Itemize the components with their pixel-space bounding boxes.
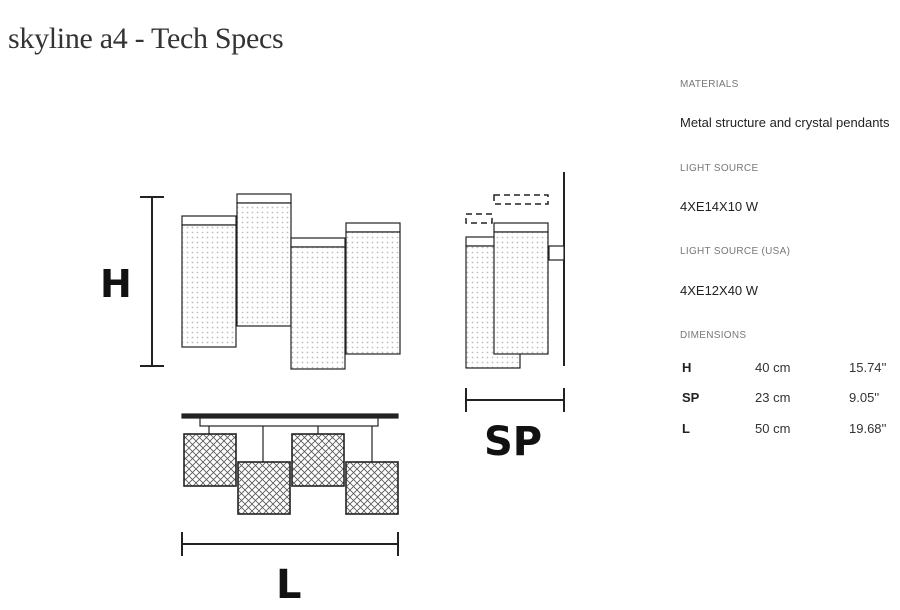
depth-label: SP [484, 419, 542, 465]
light-source-usa-label: LIGHT SOURCE (USA) [680, 246, 791, 257]
dimension-inch: 19.68'' [849, 421, 887, 436]
light-source-usa-value: 4XE12X40 W [680, 283, 759, 298]
length-label: L [276, 562, 302, 608]
dimension-row-sp: SP 23 cm 9.05'' [680, 390, 895, 408]
side-view [465, 172, 565, 412]
height-label: H [100, 262, 132, 306]
front-view [140, 193, 401, 370]
dimension-row-l: L 50 cm 19.68'' [680, 421, 895, 439]
dimension-cm: 50 cm [755, 421, 791, 436]
dimension-cm: 23 cm [755, 390, 791, 405]
dimension-row-h: H 40 cm 15.74'' [680, 360, 895, 378]
dimension-key: H [682, 360, 692, 375]
dimension-inch: 9.05'' [849, 390, 880, 405]
light-source-label: LIGHT SOURCE [680, 163, 759, 174]
light-source-value: 4XE14X10 W [680, 199, 759, 214]
dimension-cm: 40 cm [755, 360, 791, 375]
dimension-inch: 15.74'' [849, 360, 887, 375]
dimension-key: L [682, 421, 690, 436]
materials-value: Metal structure and crystal pendants [680, 115, 890, 130]
top-view [181, 413, 399, 556]
dimension-key: SP [682, 390, 700, 405]
materials-label: MATERIALS [680, 79, 739, 90]
dimensions-label: DIMENSIONS [680, 330, 747, 341]
page-title: skyline a4 - Tech Specs [8, 22, 284, 55]
